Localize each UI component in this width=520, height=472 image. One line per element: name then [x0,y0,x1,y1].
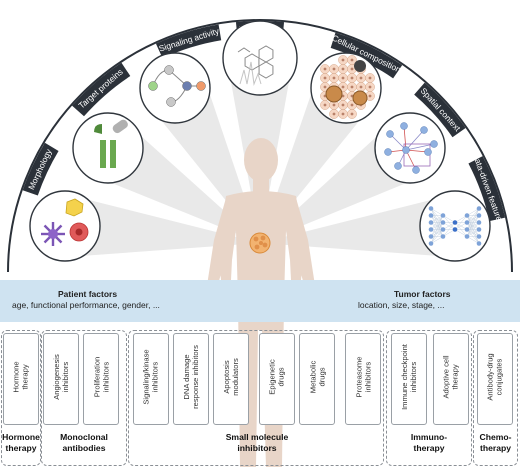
therapy-cell [173,333,209,425]
therapy-group-label: Chemo- therapy [479,432,512,453]
patient-factors: Patient factors age, functional performa… [12,289,160,311]
tumor-factors-title: Tumor factors [394,289,451,299]
therapy-cell [3,333,39,425]
arc-tab [72,62,131,117]
therapy-cell [259,333,295,425]
tumor-factors-text: location, size, stage, ... [358,300,445,310]
arc-tab-label: Target proteins [76,67,124,111]
therapy-group-label: Immuno- therapy [410,432,448,453]
therapy-group-box [128,330,384,466]
therapy-cell [213,333,249,425]
tumor-icon [249,232,271,254]
arc-tab [155,24,222,59]
outer-arc [7,19,513,273]
arc-tab [468,156,506,222]
therapy-group-label: Monoclonal antibodies [60,432,108,453]
therapy-cell [43,333,79,425]
therapy-cell [299,333,335,425]
tissue-composition-icon [320,55,375,119]
therapy-group-box [473,330,518,466]
therapy-cell [83,333,119,425]
therapy-cell [477,333,513,425]
therapy-cell [133,333,169,425]
feature-circle [419,190,491,262]
signaling-network-icon [148,65,206,107]
feature-circle [222,20,298,96]
feature-circle [72,112,144,184]
light-ray [62,194,260,258]
feature-circle [29,190,101,262]
therapy-group-label: Hormone therapy [2,432,40,453]
feature-circle [374,112,446,184]
arc-tab [330,32,403,79]
therapy-group-box [1,330,41,466]
morphology-cells-icon [41,198,89,246]
therapy-cell [391,333,427,425]
neural-network-icon [428,206,482,246]
feature-circle [310,52,382,124]
metabolism-molecule-icon [237,45,274,86]
feature-circle-group [29,20,491,262]
patient-factors-text: age, functional performance, gender, ... [12,300,160,310]
factors-band [0,280,520,322]
spatial-graph-icon [384,122,438,174]
patient-factors-title: Patient factors [58,289,118,299]
therapy-group-box [41,330,127,466]
therapy-cell [345,333,381,425]
target-protein-icon [94,119,128,168]
arc-tab [22,142,59,196]
therapy-cell [433,333,469,425]
therapy-group-label: Small molecule inhibitors [225,432,289,453]
feature-circle [139,52,211,124]
tumor-factors: Tumor factors location, size, stage, ... [358,289,451,311]
light-ray [260,194,458,258]
therapy-group-box [386,330,472,466]
arc-tab [414,82,466,138]
